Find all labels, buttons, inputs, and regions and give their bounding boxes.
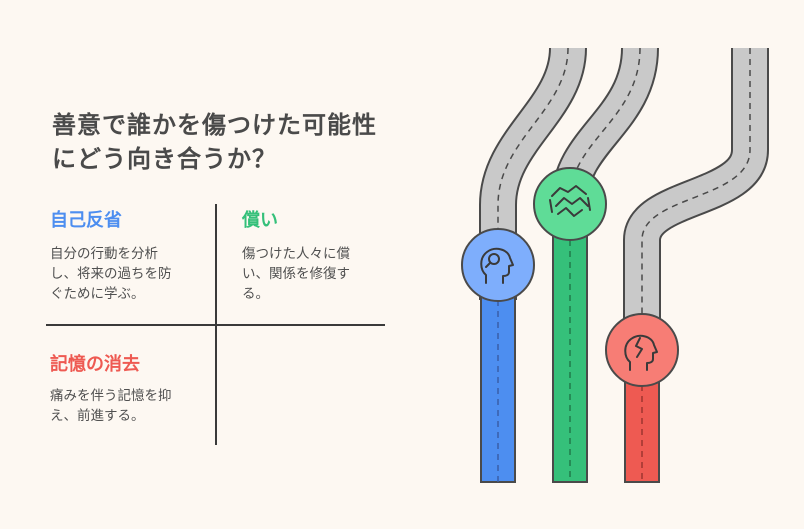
heading-atonement: 償い [242,210,278,231]
quadrant-divider-horizontal [46,324,385,326]
body-self-reflection: 自分の行動を分析 し、将来の過ちを防 ぐために学ぶ。 [50,246,172,302]
road-self-reflection [461,46,587,483]
road-atonement [533,46,659,483]
body-memory-erasure: 痛みを伴う記憶を抑 え、前進する。 [50,388,172,424]
page-title: 善意で誰かを傷つけた可能性 にどう向き合うか？ [52,111,377,173]
broken-head-icon [624,334,658,371]
body-atonement: 傷つけた人々に償 い、関係を修復す る。 [242,246,350,302]
heading-memory-erasure: 記憶の消去 [50,354,140,375]
road-memory-erasure [605,48,769,483]
heading-self-reflection: 自己反省 [50,210,122,231]
handshake-icon [549,185,591,217]
head-reflection-icon [480,247,514,284]
